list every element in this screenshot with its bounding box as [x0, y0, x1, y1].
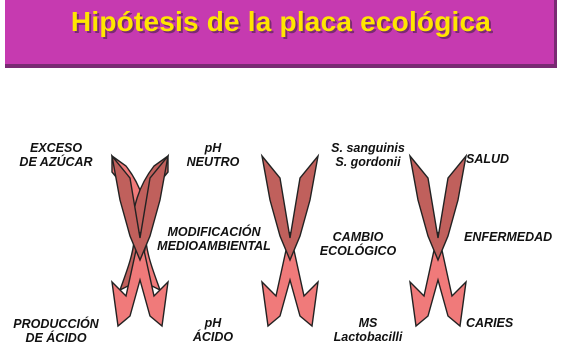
acid-production-line-2: DE ÁCIDO: [25, 331, 87, 345]
acid-production-line-1: PRODUCCIÓN: [13, 317, 99, 331]
excess-sugar-line-2: DE AZÚCAR: [19, 155, 93, 169]
healthy-bacteria-label: S. sanguinis S. gordonii: [320, 141, 416, 169]
ph-acid-label: pH ÁCIDO: [182, 316, 244, 344]
cariogenic-bacteria-line-2: Lactobacilli: [333, 330, 403, 344]
slide-title: Hipótesis de la placa ecológica: [70, 6, 492, 37]
ph-neutral-label: pH NEUTRO: [180, 141, 246, 169]
environmental-change-line-2: MEDIOAMBIENTAL: [157, 239, 271, 253]
ph-acid-line-1: pH: [204, 316, 222, 330]
health-label: SALUD: [466, 152, 510, 166]
arrow-top-tips-3: [408, 153, 468, 262]
cariogenic-bacteria-label: MS Lactobacilli: [318, 316, 418, 344]
caries-label: CARIES: [466, 316, 514, 330]
environmental-change-label: MODIFICACIÓN MEDIOAMBIENTAL: [146, 225, 282, 253]
ph-acid-line-2: ÁCIDO: [192, 330, 234, 344]
crossed-arrows-2: [260, 153, 320, 328]
arrow-up-3: [409, 231, 467, 328]
acid-production-label: PRODUCCIÓN DE ÁCIDO: [4, 317, 108, 345]
healthy-bacteria-line-1: S. sanguinis: [331, 141, 405, 155]
arrow-up-2: [261, 231, 319, 328]
crossed-arrows-1: [110, 153, 170, 328]
ecological-shift-label: CAMBIO ECOLÓGICO: [306, 230, 410, 258]
healthy-bacteria-line-2: S. gordonii: [335, 155, 401, 169]
arrow-up-1: [111, 231, 169, 328]
title-banner: Hipótesis de la placa ecológica: [5, 0, 557, 68]
ph-neutral-line-1: pH: [204, 141, 222, 155]
cariogenic-bacteria-line-1: MS: [358, 316, 378, 330]
ecological-shift-line-2: ECOLÓGICO: [319, 244, 397, 258]
excess-sugar-line-1: EXCESO: [29, 141, 83, 155]
ph-neutral-line-2: NEUTRO: [186, 155, 240, 169]
environmental-change-line-1: MODIFICACIÓN: [167, 225, 261, 239]
excess-sugar-label: EXCESO DE AZÚCAR: [10, 141, 102, 169]
disease-label: ENFERMEDAD: [464, 230, 553, 244]
crossed-arrows-3: [408, 153, 468, 328]
ecological-shift-line-1: CAMBIO: [332, 230, 384, 244]
arrow-top-tips-2: [260, 153, 320, 262]
arrow-top-tips-1: [110, 153, 170, 262]
